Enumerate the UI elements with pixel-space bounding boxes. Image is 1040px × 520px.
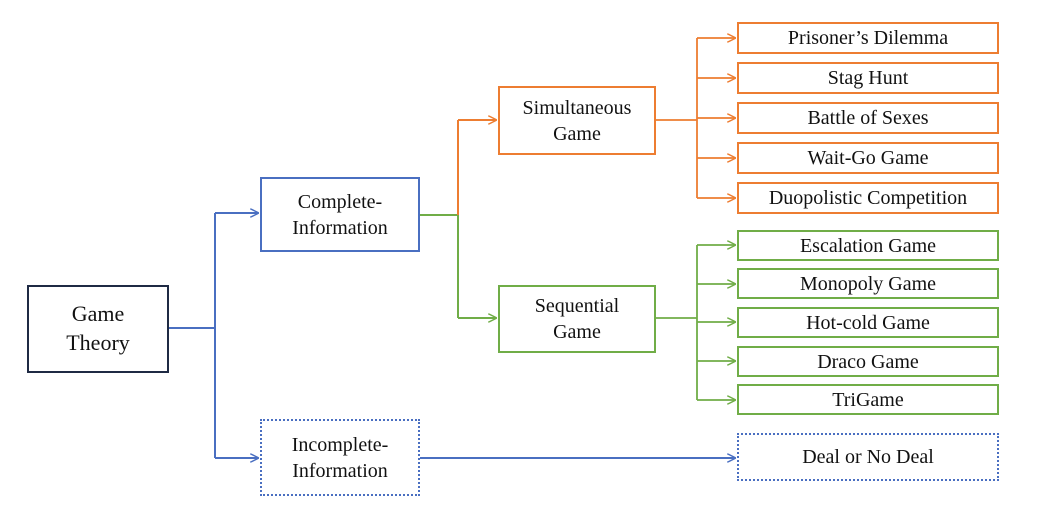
game-node-prisoners-dilemma: Prisoner’s Dilemma xyxy=(737,22,999,54)
game-node-wait-go: Wait-Go Game xyxy=(737,142,999,174)
incomplete-information-node: Incomplete- Information xyxy=(260,419,420,496)
complete-information-node: Complete- Information xyxy=(260,177,420,252)
game-node-monopoly: Monopoly Game xyxy=(737,268,999,299)
game-label: Monopoly Game xyxy=(799,272,937,295)
game-label: Battle of Sexes xyxy=(807,107,929,129)
game-node-hot-cold: Hot-cold Game xyxy=(737,307,999,338)
game-node-deal-or-no-deal: Deal or No Deal xyxy=(737,433,999,481)
game-label: Stag Hunt xyxy=(827,67,909,89)
simultaneous-game-node: Simultaneous Game xyxy=(498,86,656,155)
incomplete-information-label: Incomplete- Information xyxy=(291,433,389,482)
game-node-duopolistic-competition: Duopolistic Competition xyxy=(737,182,999,214)
game-label: TriGame xyxy=(832,388,904,411)
game-label: Escalation Game xyxy=(799,234,937,257)
complete-information-label: Complete- Information xyxy=(292,190,388,239)
game-label: Wait-Go Game xyxy=(807,147,929,169)
game-label: Deal or No Deal xyxy=(802,446,934,468)
simultaneous-game-label: Simultaneous Game xyxy=(522,96,632,145)
game-label: Prisoner’s Dilemma xyxy=(787,27,949,49)
game-theory-label: Game Theory xyxy=(66,301,130,355)
game-node-trigame: TriGame xyxy=(737,384,999,415)
game-label: Draco Game xyxy=(817,350,919,373)
game-node-escalation: Escalation Game xyxy=(737,230,999,261)
game-node-stag-hunt: Stag Hunt xyxy=(737,62,999,94)
game-node-draco: Draco Game xyxy=(737,346,999,377)
sequential-game-label: Sequential Game xyxy=(534,295,620,343)
game-label: Hot-cold Game xyxy=(806,311,930,334)
game-theory-node: Game Theory xyxy=(27,285,169,373)
sequential-game-node: Sequential Game xyxy=(498,285,656,353)
game-node-battle-of-sexes: Battle of Sexes xyxy=(737,102,999,134)
game-label: Duopolistic Competition xyxy=(768,187,968,209)
